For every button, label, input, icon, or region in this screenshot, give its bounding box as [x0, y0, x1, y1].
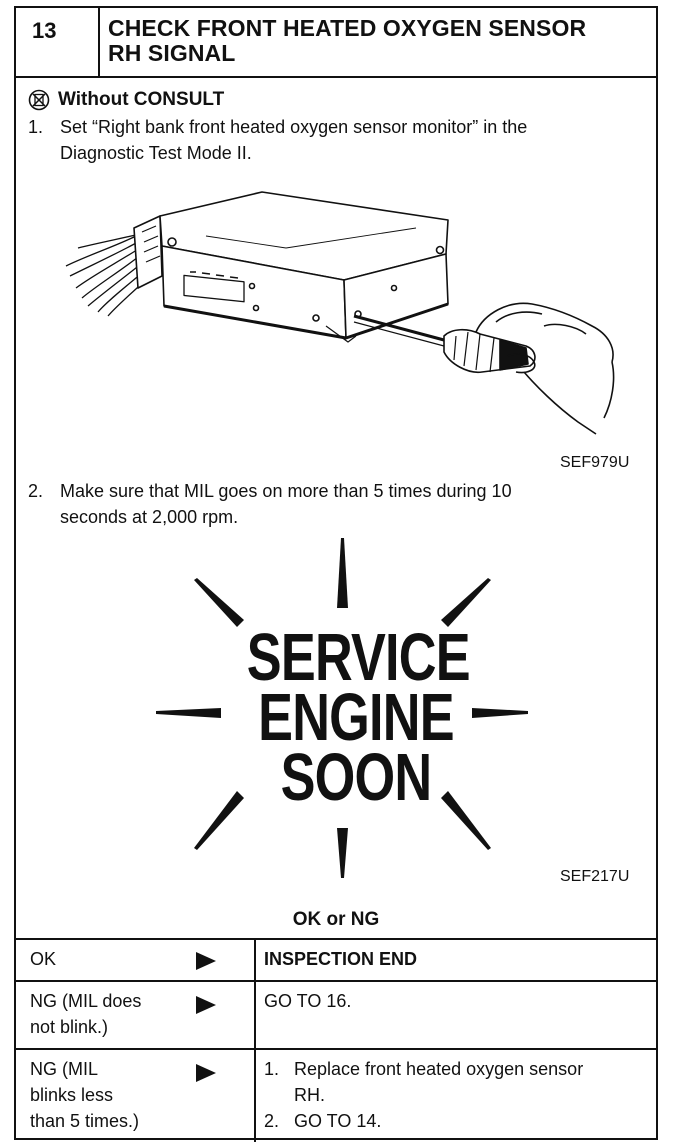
ray-bottom-right [441, 791, 491, 850]
step-1-line-2: Diagnostic Test Mode II. [60, 143, 252, 163]
procedure-sheet: 13 CHECK FRONT HEATED OXYGEN SENSOR RH S… [14, 6, 658, 1142]
ray-right [472, 708, 528, 718]
condition-line: than 5 times.) [30, 1111, 140, 1131]
step-number: 13 [16, 8, 100, 76]
condition-cell: NG (MIL does not blink.) [16, 982, 256, 1048]
action-item-2: 2. GO TO 14. [264, 1108, 650, 1134]
step-1: 1. Set “Right bank front heated oxygen s… [28, 114, 658, 166]
figure-ref-mil: SEF217U [560, 868, 630, 885]
action-cell: GO TO 16. [264, 982, 650, 1014]
ok-or-ng-label: OK or NG [292, 909, 380, 930]
condition-cell: OK [16, 940, 256, 980]
condition-line: NG (MIL does [30, 991, 142, 1011]
arrow-right-icon [196, 952, 216, 970]
ray-top-right [441, 578, 491, 627]
action-text: GO TO 16. [264, 991, 352, 1011]
arrow-right-icon [196, 1064, 216, 1082]
step-1-text: Set “Right bank front heated oxygen sens… [60, 114, 527, 166]
ray-left [156, 708, 221, 718]
mode-heading: Without CONSULT [28, 88, 224, 112]
ray-top [337, 538, 348, 608]
result-row-ng-no-blink: NG (MIL does not blink.) GO TO 16. [16, 982, 656, 1050]
step-title-line-1: CHECK FRONT HEATED OXYGEN SENSOR [108, 15, 587, 41]
result-table: OK INSPECTION END NG (MIL does not blink… [16, 938, 656, 1142]
action-item-line: RH. [294, 1085, 325, 1105]
mil-blink-rays [156, 538, 528, 878]
lamp-text-line-1: SERVICE [246, 620, 471, 695]
action-item-1: 1. Replace front heated oxygen sensor RH… [264, 1056, 650, 1108]
action-cell: INSPECTION END [264, 940, 650, 972]
condition-line: blinks less [30, 1085, 114, 1105]
action-item-number: 2. [264, 1111, 280, 1131]
ray-bottom [337, 828, 348, 878]
step-header: 13 CHECK FRONT HEATED OXYGEN SENSOR RH S… [16, 8, 656, 78]
step-2-line-2: seconds at 2,000 rpm. [60, 507, 239, 527]
step-title: CHECK FRONT HEATED OXYGEN SENSOR RH SIGN… [108, 16, 648, 66]
action-item-line: Replace front heated oxygen sensor [294, 1059, 584, 1079]
ecm-screwdriver-illustration [65, 191, 615, 435]
service-engine-soon-lamp: SERVICE ENGINE SOON [246, 620, 471, 815]
action-text: INSPECTION END [264, 949, 418, 969]
step-1-number: 1. [28, 117, 44, 137]
result-row-ng-blinks-less: NG (MIL blinks less than 5 times.) 1. Re… [16, 1050, 656, 1142]
action-item-line: GO TO 14. [294, 1111, 382, 1131]
condition-text: OK [30, 949, 57, 969]
lamp-text-line-2: ENGINE [258, 680, 454, 755]
step-2: 2. Make sure that MIL goes on more than … [28, 478, 658, 530]
arrow-right-icon [196, 996, 216, 1014]
no-consult-icon [28, 89, 50, 111]
action-cell: 1. Replace front heated oxygen sensor RH… [264, 1050, 650, 1134]
ray-bottom-left [194, 791, 244, 850]
ray-top-left [194, 578, 244, 627]
result-row-ok: OK INSPECTION END [16, 940, 656, 982]
step-title-line-2: RH SIGNAL [108, 40, 236, 66]
condition-line: NG (MIL [30, 1059, 99, 1079]
step-1-line-1: Set “Right bank front heated oxygen sens… [60, 117, 528, 137]
step-2-number: 2. [28, 481, 44, 501]
step-2-text: Make sure that MIL goes on more than 5 t… [60, 478, 512, 530]
condition-line: not blink.) [30, 1017, 109, 1037]
step-2-line-1: Make sure that MIL goes on more than 5 t… [60, 481, 512, 501]
condition-cell: NG (MIL blinks less than 5 times.) [16, 1050, 256, 1142]
lamp-text-line-3: SOON [280, 740, 433, 815]
figure-ref-ecm: SEF979U [560, 454, 630, 471]
mode-label: Without CONSULT [58, 89, 225, 110]
action-item-number: 1. [264, 1059, 280, 1079]
